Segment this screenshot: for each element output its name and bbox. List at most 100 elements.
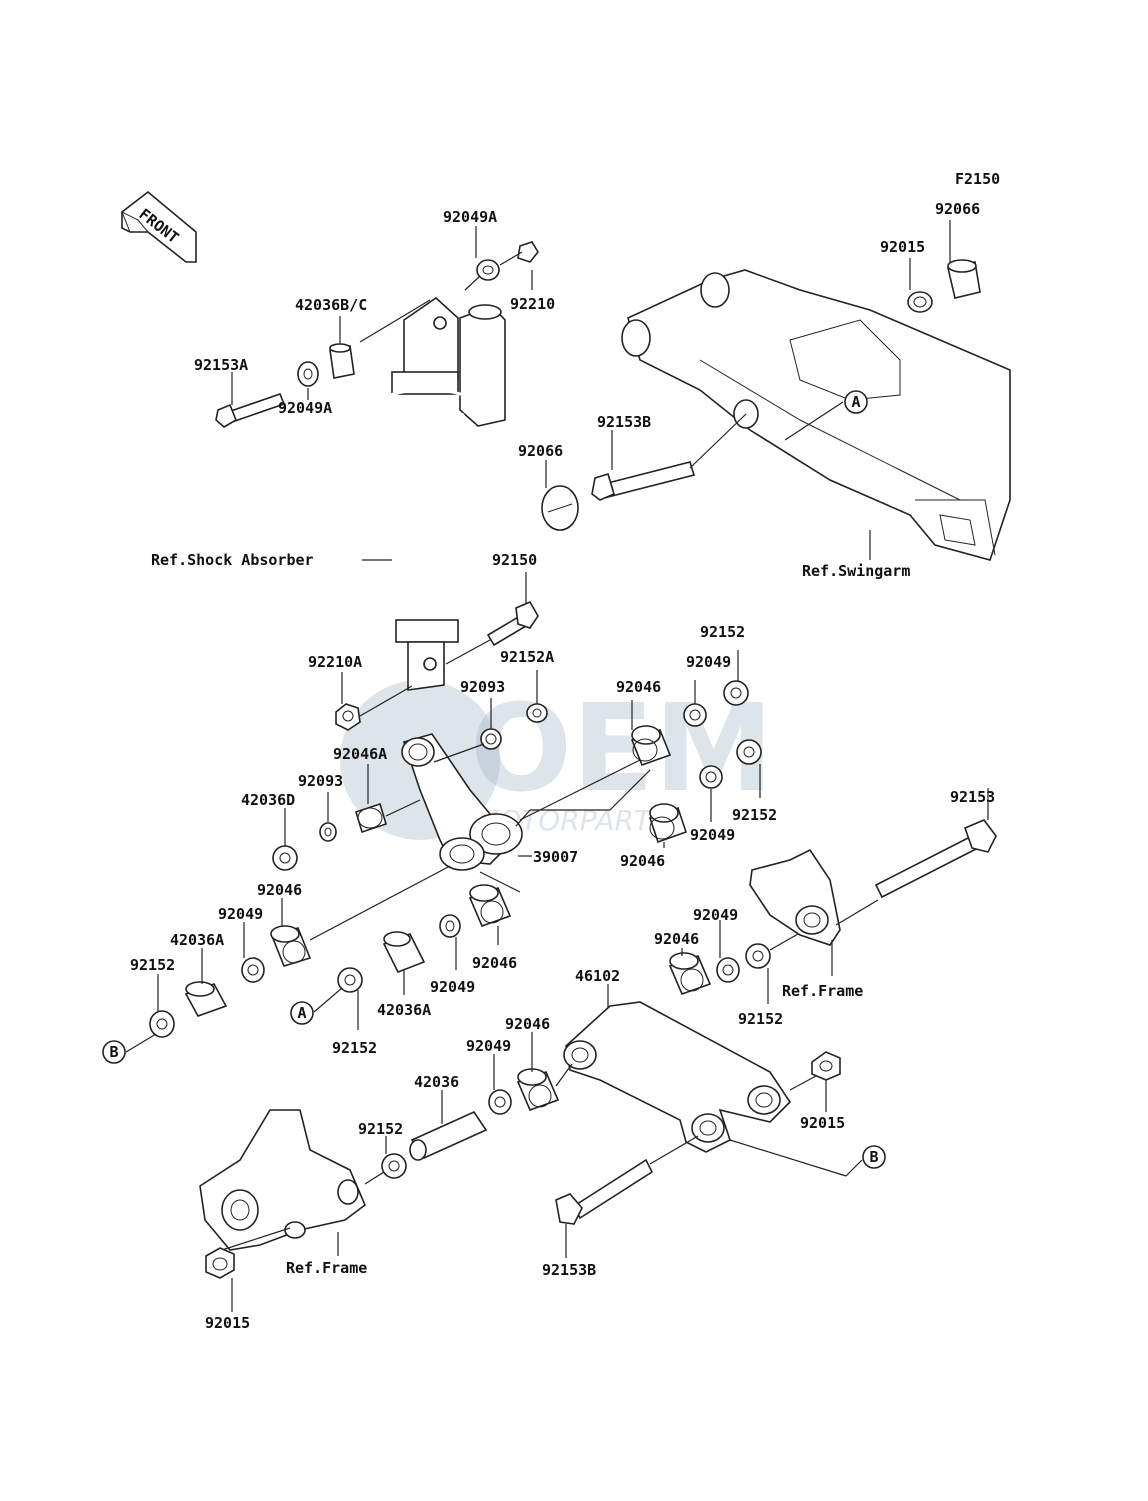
cap-92066-mid <box>541 485 579 531</box>
figure-code: F2150 <box>955 170 1000 188</box>
bearing-92046A <box>355 802 387 834</box>
label-ref-frame-right: Ref.Frame <box>782 982 863 1000</box>
swingarm-drawing <box>621 269 1011 561</box>
label-92093-a: 92093 <box>460 678 505 696</box>
bolt-92153B-mid <box>591 461 696 501</box>
nut-92015-bottom <box>205 1247 235 1279</box>
washer-92152A <box>526 703 548 723</box>
washer-92152-right <box>736 739 762 765</box>
label-92046-e: 92046 <box>654 930 699 948</box>
label-42036: 42036 <box>414 1073 459 1091</box>
label-92150: 92150 <box>492 551 537 569</box>
washer-92152-upper <box>723 680 749 706</box>
collar-42036A-left <box>184 981 228 1017</box>
label-92046-a: 92046 <box>616 678 661 696</box>
bolt-92153B-bottom <box>555 1158 654 1225</box>
label-92049-f: 92049 <box>466 1037 511 1055</box>
seal-92049-link-left <box>488 1089 512 1115</box>
label-92152-a: 92152 <box>700 623 745 641</box>
label-42036A-a: 42036A <box>170 931 224 949</box>
label-92046-f: 92046 <box>505 1015 550 1033</box>
washer-92049A-left <box>297 361 319 387</box>
washer-92152-bottom <box>381 1153 407 1179</box>
seal-92049-upper <box>683 703 707 727</box>
label-92152-d: 92152 <box>332 1039 377 1057</box>
bolt-92150 <box>486 600 539 647</box>
bearing-92046-lower-left <box>270 925 312 967</box>
frame-bracket-right <box>749 848 841 946</box>
svg-text:A: A <box>297 1004 306 1022</box>
cap-92066-top <box>947 259 981 299</box>
watermark-main: OEM <box>470 680 773 819</box>
label-92210: 92210 <box>510 295 555 313</box>
label-46102: 46102 <box>575 967 620 985</box>
label-92046-d: 92046 <box>472 954 517 972</box>
label-42036A-b: 42036A <box>377 1001 431 1019</box>
part-labels: 92049A 92210 42036B/C 92153A 92049A Ref.… <box>130 200 995 1332</box>
label-92049-e: 92049 <box>693 906 738 924</box>
marker-b-right: B <box>862 1145 886 1169</box>
label-92046A: 92046A <box>333 745 387 763</box>
bearing-92046-mid <box>648 803 688 844</box>
nut-92210 <box>517 241 539 263</box>
label-92153B-mid: 92153B <box>597 413 651 431</box>
front-arrow-icon: FRONT <box>121 190 197 263</box>
svg-text:A: A <box>851 393 860 411</box>
marker-b-left: B <box>102 1040 126 1064</box>
label-92152A: 92152A <box>500 648 554 666</box>
label-92066-mid: 92066 <box>518 442 563 460</box>
label-ref-shock-absorber: Ref.Shock Absorber <box>151 551 314 569</box>
label-92049A-left: 92049A <box>278 399 332 417</box>
frame-bracket-left <box>199 1109 366 1251</box>
marker-a-swingarm: A <box>784 390 868 441</box>
seal-92093-upper <box>480 728 502 750</box>
washer-92152-far-left <box>149 1010 175 1038</box>
bolt-92153A <box>215 392 286 428</box>
washer-92152-link-right <box>745 943 771 969</box>
label-92152-b: 92152 <box>732 806 777 824</box>
seal-92049-link-right <box>716 957 740 983</box>
collar-42036A-mid <box>382 931 426 974</box>
label-92093-b: 92093 <box>298 772 343 790</box>
washer-92152-a <box>337 967 363 993</box>
label-92015-right: 92015 <box>800 1114 845 1132</box>
link-46102 <box>563 1001 792 1153</box>
label-ref-frame-left: Ref.Frame <box>286 1259 367 1277</box>
label-92049-d: 92049 <box>430 978 475 996</box>
label-42036D: 42036D <box>241 791 295 809</box>
seal-92049-mid <box>699 765 723 789</box>
nut-92015-right <box>811 1051 841 1081</box>
seal-92049-lower-left <box>241 957 265 983</box>
label-92153B-bottom: 92153B <box>542 1261 596 1279</box>
label-92152-f: 92152 <box>358 1120 403 1138</box>
label-ref-swingarm: Ref.Swingarm <box>802 562 910 580</box>
bearing-92046-link-right <box>668 952 712 996</box>
seal-92049-lower-mid <box>439 914 461 938</box>
shock-absorber-drawing <box>389 296 506 691</box>
svg-text:B: B <box>869 1148 878 1166</box>
label-92049A-top: 92049A <box>443 208 497 226</box>
label-42036BC: 42036B/C <box>295 296 367 314</box>
label-92049-a: 92049 <box>686 653 731 671</box>
svg-text:B: B <box>109 1043 118 1061</box>
rocker-arm-39007 <box>401 733 523 871</box>
label-92153A: 92153A <box>194 356 248 374</box>
label-92152-c: 92152 <box>130 956 175 974</box>
nut-92015-top <box>907 291 933 313</box>
label-39007: 39007 <box>533 848 578 866</box>
label-92152-e: 92152 <box>738 1010 783 1028</box>
collar-42036BC <box>329 343 355 379</box>
collar-42036D <box>272 845 298 871</box>
label-92015-bottom: 92015 <box>205 1314 250 1332</box>
seal-92093-lower <box>319 822 337 842</box>
bearing-92046-lower-mid <box>468 884 512 928</box>
label-92015-top: 92015 <box>880 238 925 256</box>
bearing-92046-link-left <box>516 1068 560 1112</box>
marker-a-lower: A <box>290 1001 314 1025</box>
label-92066-top: 92066 <box>935 200 980 218</box>
label-92049-b: 92049 <box>690 826 735 844</box>
washer-92049A-top <box>476 259 500 281</box>
label-92153: 92153 <box>950 788 995 806</box>
